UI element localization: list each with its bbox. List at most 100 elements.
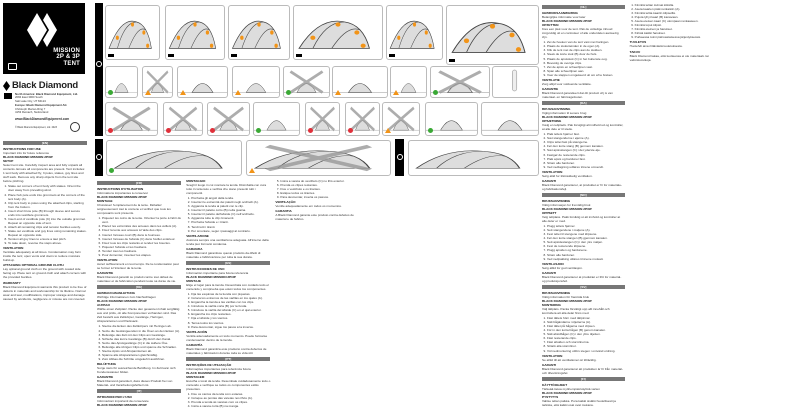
step: Clips teltet fast på stængerne.: [547, 140, 625, 144]
section-heading: VENTILATION: [3, 246, 24, 251]
language-header: [FI]: [542, 376, 625, 381]
website-link[interactable]: www.BlackDiamondEquipment.com: [15, 117, 70, 121]
step: Tendi tutti i tiranti.: [191, 225, 270, 229]
illustration-panel: [430, 66, 490, 98]
warning-icon: [393, 90, 399, 95]
section-heading: MONTAGGIO: [186, 179, 206, 183]
step: Vid nedmontering utförs stegen i omvänd …: [547, 349, 625, 353]
step: Stake out vestibule and guy lines using …: [8, 229, 87, 237]
step: Introduce la varilla corta (B) por la fu…: [191, 304, 270, 308]
step-number-label: [449, 58, 455, 62]
step-list: Stake out corners of tent body with stak…: [8, 184, 87, 245]
paragraph: Velg teltplass. Pakk forsiktig ut alt in…: [542, 215, 621, 224]
manufacturer-icon: [4, 93, 12, 99]
step: Aggancia tutte le clip rimanenti.: [191, 216, 270, 220]
language-header: [ES]: [186, 260, 271, 265]
tent-illustration-icon: [106, 106, 157, 132]
address-line: Christoph Merian-Ring 7: [15, 106, 46, 111]
illustration-panel: [408, 140, 539, 176]
setup-strip: [95, 3, 103, 136]
note: Informazioni importanti da conservare: [97, 399, 149, 404]
language-header: [DA]: [542, 100, 625, 105]
section-heading: TAKUU: [629, 49, 641, 54]
step: Sätt absidbågen (C) i den yttre öljetten…: [547, 332, 625, 336]
tent-illustration-icon: [108, 20, 152, 49]
tent-illustration-icon: [415, 150, 521, 169]
step: Tensa todos los vientos.: [191, 321, 270, 325]
tent-illustration-icon: [284, 70, 329, 94]
product-name: BLACK DIAMOND MISSION 2P/3P: [186, 370, 236, 375]
step: Tension all guy lines to ensure a taut p…: [8, 237, 87, 241]
step: Stake out corners of tent body with stak…: [8, 184, 87, 192]
step: Pløk teltets hjørner fast.: [547, 132, 625, 136]
step: Før den korte stangen (B) gjennom kanale…: [547, 236, 625, 240]
section-heading: VENTILAZIONE: [186, 233, 209, 238]
address-line: Salt Lake City, UT 84124: [15, 98, 46, 103]
diamond-logo-icon: [3, 80, 10, 91]
note: Viktig informasjon for fremtidig bruk: [542, 202, 591, 207]
section-heading: GARANTI: [542, 362, 557, 367]
language-header: [NO]: [542, 192, 625, 197]
step: Zet de hoeken van de tent vast met harin…: [547, 40, 625, 44]
step: To take down, reverse the steps above.: [8, 241, 87, 245]
paragraph: Aérez suffisamment en tout temps. De la …: [97, 261, 179, 270]
prohibited-icon: [210, 128, 215, 133]
illustration-panel: [345, 102, 380, 136]
warning-icon: [385, 128, 391, 133]
section-heading: GARANTIE: [97, 375, 114, 380]
title-line: 2P & 3P: [56, 54, 80, 61]
section-heading: GARANZIA: [186, 246, 203, 251]
section-heading: VENTILATION: [542, 169, 563, 174]
step-list: Piquetez les coins de la tente. Orientez…: [102, 216, 181, 256]
step: Fixez tous les clips restants et tendez …: [102, 241, 181, 245]
illustration-panel: [293, 5, 383, 60]
step: Fastgør de resterende clips.: [547, 153, 625, 157]
step: Insérez l'arceau de l'abside (C) dans l'…: [102, 237, 181, 241]
illustration-panel: [207, 102, 250, 136]
note: Información importante para futura refer…: [186, 270, 249, 275]
language-header: [FR]: [97, 181, 182, 185]
warning-heading: KÄYTTÖOHJEET: [542, 382, 568, 387]
step: Tendez tous les haubans.: [102, 249, 181, 253]
manual-book-icon: [8, 63, 17, 70]
step: Kiinnitä teltta kaariin klipseillä.: [635, 11, 713, 15]
step: Fixez la tente aux arceaux à l'aide des …: [102, 228, 181, 232]
paragraph: Escolha o local da tenda. Desembale cuid…: [186, 379, 271, 392]
note: Important info for future reference: [3, 151, 50, 156]
storage-strip: [395, 139, 404, 176]
step-list: Stecke die Ecken des Zeltkörpers mit Her…: [102, 324, 181, 360]
step: Sträck alla stormlinor.: [547, 344, 625, 348]
step: Befestige alle übrigen Clips und spanne …: [102, 345, 181, 349]
language-header: [NL]: [542, 5, 625, 9]
product-name: BLACK DIAMOND MISSION 2P/3P: [542, 298, 592, 303]
step: Fäst resterande clips.: [547, 336, 625, 340]
paragraph: Scegli il luogo in cui montare la tenda.…: [186, 183, 267, 196]
step: Kiinnitä teltan kulmat kiiloilla.: [635, 3, 713, 7]
step: Aggancia la tenda ai paletti con le clip…: [191, 204, 270, 208]
tent-illustration-icon: [306, 106, 339, 132]
language-header: [EN]: [3, 141, 87, 145]
setup-icon: [96, 61, 102, 67]
section-heading: OPZETTEN: [542, 23, 559, 28]
step: Insert end of vestibule pole (C) into th…: [8, 217, 87, 225]
step: Insert short brow pole (B) through sleev…: [8, 209, 87, 217]
paragraph: Black Diamond garanterer, at produktet e…: [542, 182, 622, 191]
step-number-label: [168, 53, 174, 57]
product-name: BLACK DIAMOND MISSION 2P/3P: [542, 207, 592, 212]
product-name: BLACK DIAMOND MISSION 2P/3P: [186, 274, 236, 279]
step: Steek de korte stok (B) door de huls.: [547, 52, 625, 56]
step: Plaats de apsisstok (C) in het buitenste…: [547, 57, 625, 61]
illustration-panel: [105, 66, 138, 98]
paragraph: Choisissez l'emplacement de la tente. Dé…: [97, 203, 171, 216]
warning-heading: BRUGSANVISNING: [542, 106, 571, 111]
step: Attach all remaining clips and tension b…: [8, 225, 87, 229]
step: Fixe os cantos da tenda com estacas.: [191, 392, 270, 396]
product-name: BLACK DIAMOND MISSION 2P/3P: [97, 299, 147, 304]
illustration-panel: [305, 102, 340, 136]
step: Per smontare, segui i passaggi al contra…: [191, 229, 270, 233]
